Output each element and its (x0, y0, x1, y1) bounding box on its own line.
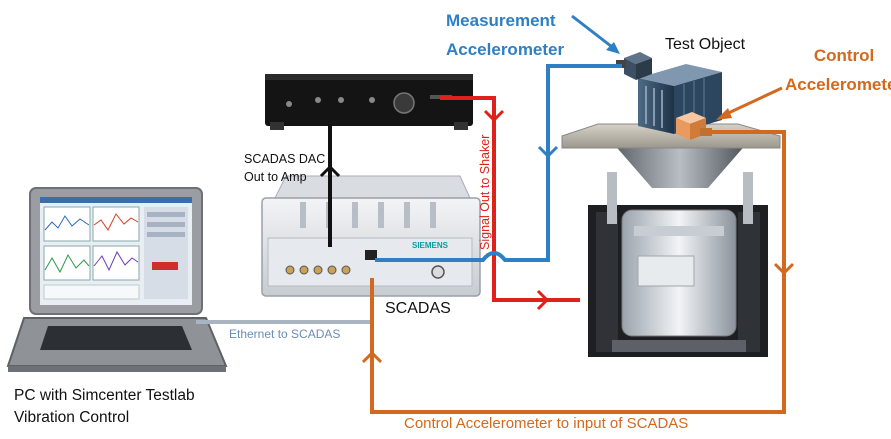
amplifier (265, 74, 473, 130)
pc-label-line1: PC with Simcenter Testlab (14, 387, 195, 404)
control-arrow-up (361, 350, 383, 364)
scadas-brand: SIEMENS (412, 241, 449, 250)
control-pointer (721, 86, 783, 118)
control-label-line2: Accelerometer (785, 75, 891, 94)
ethernet-label: Ethernet to SCADAS (229, 327, 341, 341)
dac-label-line2: Out to Amp (244, 170, 307, 184)
measurement-label-line2: Accelerometer (446, 40, 565, 59)
pc-label-line2: Vibration Control (14, 409, 130, 426)
dac-arrow-up (319, 164, 341, 178)
measurement-accelerometer-label: Measurement Accelerometer (446, 6, 564, 64)
laptop (6, 187, 228, 372)
control-accelerometer (676, 112, 712, 140)
signal-arrow-down (483, 109, 505, 123)
control-arrow-down (773, 262, 795, 276)
control-label-line1: Control (813, 46, 875, 65)
shaker-cone (612, 142, 748, 188)
test-object-label: Test Object (665, 36, 746, 53)
measurement-arrow-down (537, 145, 559, 159)
dac-label-line1: SCADAS DAC (244, 152, 326, 166)
pc-label: PC with Simcenter Testlab Vibration Cont… (14, 385, 195, 429)
signal-out-label: Signal Out to Shaker (478, 134, 492, 250)
measurement-line (375, 64, 622, 262)
control-line (370, 130, 786, 414)
signal-to-shaker-line (440, 96, 580, 302)
control-accelerometer-label: Control Accelerometer (785, 41, 891, 99)
laptop-keyboard (40, 326, 192, 350)
control-to-scadas-label: Control Accelerometer to input of SCADAS (404, 415, 689, 432)
measurement-pointer (571, 14, 617, 52)
dac-label: SCADAS DAC Out to Amp (244, 150, 325, 186)
measurement-label-line1: Measurement (446, 11, 556, 30)
scadas-label: SCADAS (385, 300, 451, 317)
signal-arrow-right (536, 289, 550, 311)
shaker (561, 123, 781, 357)
